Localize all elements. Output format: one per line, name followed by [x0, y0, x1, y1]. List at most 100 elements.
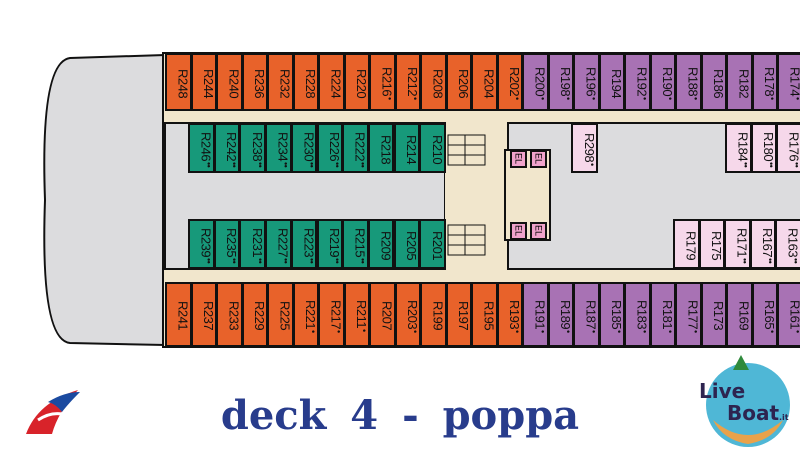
cabin-r190[interactable]: R190• [649, 53, 676, 111]
cabin-r186[interactable]: R186 [700, 53, 727, 111]
cabin-r209[interactable]: R209 [367, 219, 395, 269]
cabin-r231[interactable]: R231•• [239, 219, 266, 269]
cabin-r189[interactable]: R189• [547, 282, 574, 347]
cabin-label: R198 [558, 67, 573, 97]
cabin-label: R212 [405, 67, 420, 97]
cabin-r175[interactable]: R175 [698, 219, 725, 269]
cabin-r242[interactable]: R242•• [213, 123, 241, 173]
cabin-label: R178 [762, 67, 777, 97]
cabin-r203[interactable]: R203• [394, 282, 421, 347]
cabin-r211[interactable]: R211• [343, 282, 370, 347]
cabin-r246[interactable]: R246•• [188, 123, 215, 173]
cabin-r239[interactable]: R239•• [188, 219, 215, 269]
cabin-r215[interactable]: R215•• [342, 219, 369, 269]
cabin-r163[interactable]: R163•• [775, 219, 800, 269]
cabin-r200[interactable]: R200• [522, 53, 549, 111]
cabin-label: R195 [481, 301, 497, 331]
cabin-r228[interactable]: R228 [292, 53, 319, 111]
cabin-r176[interactable]: R176•• [776, 123, 800, 173]
cabin-r204[interactable]: R204 [471, 53, 498, 111]
cabin-r298[interactable]: R298• [571, 123, 598, 173]
cabin-marker: •• [203, 161, 214, 168]
cabin-r178[interactable]: R178• [751, 53, 778, 111]
cabin-r238[interactable]: R238•• [239, 123, 266, 173]
cabin-r225[interactable]: R225 [267, 282, 294, 347]
cabin-r181[interactable]: R181• [649, 282, 676, 347]
cabin-r233[interactable]: R233 [216, 282, 243, 347]
cabin-r220[interactable]: R220 [343, 53, 370, 111]
cabin-r196[interactable]: R196• [573, 53, 600, 111]
cabin-r174[interactable]: R174• [777, 53, 800, 111]
cabin-r187[interactable]: R187• [573, 282, 600, 347]
cabin-r206[interactable]: R206 [445, 53, 472, 111]
cabin-r171[interactable]: R171•• [724, 219, 751, 269]
cabin-r241[interactable]: R241 [165, 282, 192, 347]
cabin-marker: • [410, 97, 420, 100]
cabin-r205[interactable]: R205 [393, 219, 421, 269]
cabin-r201[interactable]: R201 [419, 219, 446, 269]
cabin-marker: • [308, 329, 318, 333]
cabin-r244[interactable]: R244 [190, 53, 217, 111]
cabin-r199[interactable]: R199 [420, 282, 447, 347]
cabin-r248[interactable]: R248 [165, 53, 192, 111]
cabin-r202[interactable]: R202• [496, 53, 523, 111]
cabin-label: R225 [277, 301, 293, 331]
cabin-r182[interactable]: R182 [726, 53, 753, 111]
cabin-marker: • [563, 97, 573, 100]
cabin-label: R174 [787, 67, 800, 97]
cabin-label: R298 [582, 133, 597, 163]
cabin-r208[interactable]: R208 [420, 53, 447, 111]
cabin-r236[interactable]: R236 [241, 53, 268, 111]
cabin-r194[interactable]: R194 [598, 53, 625, 111]
cabin-r177[interactable]: R177• [675, 282, 702, 347]
cabin-r234[interactable]: R234•• [265, 123, 292, 173]
cabin-r227[interactable]: R227•• [265, 219, 292, 269]
cabin-r185[interactable]: R185• [598, 282, 625, 347]
cabin-r193[interactable]: R193• [496, 282, 523, 347]
cabin-marker: • [588, 329, 599, 333]
cabin-marker: • [587, 163, 597, 166]
cabin-r191[interactable]: R191• [522, 282, 549, 347]
cabin-r179[interactable]: R179 [673, 219, 700, 269]
cabin-r161[interactable]: R161• [777, 282, 800, 347]
cabin-r210[interactable]: R210 [419, 123, 446, 173]
cabin-r216[interactable]: R216• [369, 53, 396, 111]
cabin-r184[interactable]: R184•• [725, 123, 752, 173]
cabin-label: R197 [456, 301, 471, 331]
cabin-marker: • [767, 97, 777, 100]
cabin-r232[interactable]: R232 [267, 53, 294, 111]
cabin-label: R207 [379, 301, 395, 331]
cabin-r237[interactable]: R237 [190, 282, 217, 347]
stairs [447, 134, 486, 256]
cabin-label: R210 [429, 134, 445, 165]
cabin-r224[interactable]: R224 [318, 53, 345, 111]
cabin-r198[interactable]: R198• [547, 53, 574, 111]
cabin-r165[interactable]: R165• [751, 282, 778, 347]
cabin-r214[interactable]: R214 [393, 123, 421, 173]
cabin-r223[interactable]: R223•• [290, 219, 318, 269]
cabin-r183[interactable]: R183• [624, 282, 651, 347]
cabin-r197[interactable]: R197 [445, 282, 472, 347]
cabin-r222[interactable]: R222•• [342, 123, 369, 173]
cabin-label: R201 [429, 230, 445, 261]
cabin-r229[interactable]: R229 [241, 282, 268, 347]
cabin-r219[interactable]: R219•• [316, 219, 343, 269]
cabin-r226[interactable]: R226•• [316, 123, 343, 173]
cabin-r235[interactable]: R235•• [213, 219, 241, 269]
cabin-r207[interactable]: R207 [369, 282, 396, 347]
cabin-r240[interactable]: R240 [216, 53, 243, 111]
cabin-label: R187 [583, 299, 599, 329]
cabin-r192[interactable]: R192• [624, 53, 651, 111]
cabin-r218[interactable]: R218 [367, 123, 395, 173]
cabin-r230[interactable]: R230•• [290, 123, 318, 173]
cabin-r169[interactable]: R169 [726, 282, 753, 347]
cabin-r195[interactable]: R195 [471, 282, 498, 347]
cabin-r188[interactable]: R188• [675, 53, 702, 111]
cabin-label: R196 [583, 67, 599, 97]
cabin-r217[interactable]: R217• [318, 282, 345, 347]
cabin-r173[interactable]: R173 [700, 282, 727, 347]
cabin-r212[interactable]: R212• [394, 53, 421, 111]
cabin-r180[interactable]: R180•• [750, 123, 777, 173]
cabin-r167[interactable]: R167•• [749, 219, 776, 269]
cabin-r221[interactable]: R221• [292, 282, 319, 347]
